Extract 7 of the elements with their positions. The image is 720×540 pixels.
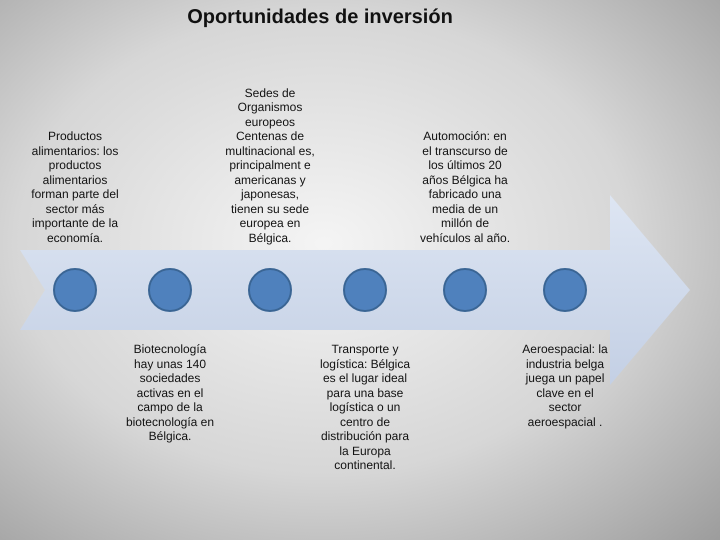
description-text: Biotecnología hay unas 140 sociedades activas en el campo de la biotecnología en Bélgica. — [124, 342, 216, 444]
description-text: Productos alimentarios: los productos alimentarios forman parte del sector más importante de la economía. — [30, 129, 120, 245]
title: Oportunidades de inversión — [186, 6, 454, 29]
description-text: Transporte y logística: Bélgica es el lugar ideal para una base logística o un centro de distribución para la Europa continental. — [319, 342, 411, 472]
description-text: Sedes de Organismos europeos Centenas de multinacional es, principalment e americanas y japonesas, tienen su sede europea en Bélgica. — [224, 86, 316, 245]
description-text: Aeroespacial: la industria belga juega un papel clave en el sector aeroespacial . — [521, 342, 609, 429]
description-text: Automoción: en el transcurso de los últimos 20 años Bélgica ha fabricado una media de un millón de vehículos al año. — [419, 129, 511, 245]
